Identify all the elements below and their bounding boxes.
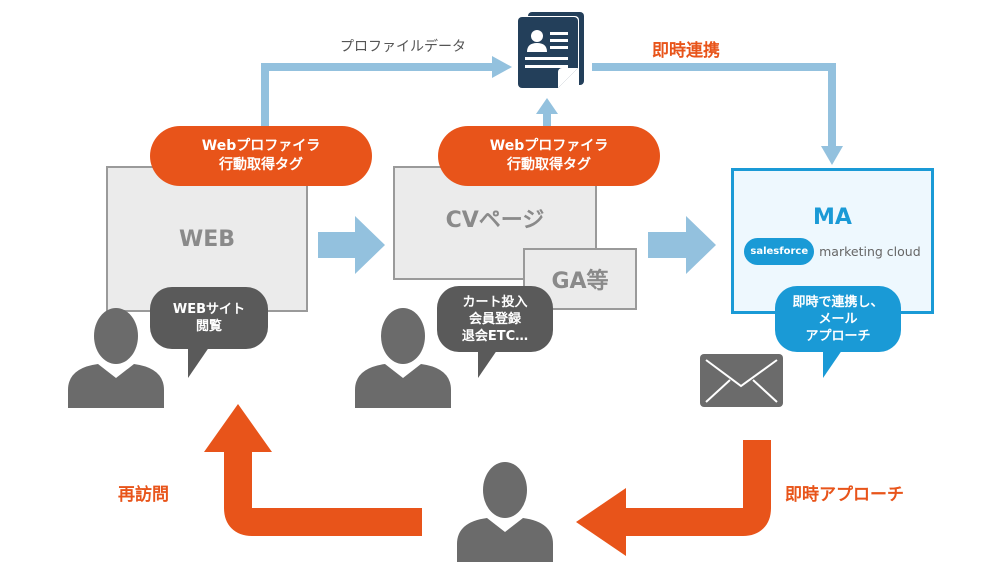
tag-line1: Webプロファイラ: [489, 138, 609, 154]
ma-approach-bubble: 即時で連携し、メールアプローチ: [775, 286, 901, 352]
ma-label: MA: [813, 205, 852, 230]
person-icon: [68, 308, 164, 408]
tag-line2: 行動取得タグ: [219, 157, 303, 173]
web-to-cv-arrow: [318, 216, 385, 274]
tag-line2: 行動取得タグ: [507, 157, 591, 173]
cv-action-bubble: カート投入会員登録退会ETC…: [437, 286, 553, 352]
salesforce-cloud-icon: salesforce: [744, 238, 815, 265]
ga-label: GA等: [551, 269, 609, 294]
revisit-label: 再訪問: [118, 485, 169, 505]
profiler-tag-web: Webプロファイラ行動取得タグ: [150, 126, 372, 186]
cv-to-ma-arrow: [648, 216, 716, 274]
instant-approach-label: 即時アプローチ: [785, 485, 904, 505]
bubble-line: アプローチ: [805, 328, 871, 344]
marketing-cloud-text: marketing cloud: [819, 244, 921, 259]
person-icon: [457, 462, 553, 562]
bubble-line: 閲覧: [195, 319, 222, 334]
bubble-line: 会員登録: [468, 311, 521, 327]
profiler-tag-cv: Webプロファイラ行動取得タグ: [438, 126, 660, 186]
salesforce-marketing-cloud-logo: salesforce marketing cloud: [744, 238, 921, 265]
sync-flow-arrow: [592, 63, 843, 165]
person-icon: [355, 308, 451, 408]
profile-data-label: プロファイルデータ: [340, 39, 466, 55]
profile-document-icon: [518, 12, 584, 89]
profile-flow-arrow: [261, 56, 512, 128]
revisit-arrow: [204, 404, 422, 536]
sync-label: 即時連携: [652, 41, 720, 61]
ma-box: MA salesforce marketing cloud: [731, 168, 934, 314]
speech-tail: [188, 340, 214, 378]
web-label: WEB: [178, 226, 236, 252]
mail-envelope-icon: [700, 354, 783, 407]
bubble-line: カート投入: [462, 294, 528, 310]
web-browse-bubble: WEBサイト閲覧: [150, 287, 268, 349]
tag-line1: Webプロファイラ: [201, 138, 321, 154]
instant-approach-arrow: [576, 440, 771, 556]
cv-up-arrow: [536, 98, 558, 130]
bubble-line: WEBサイト: [172, 302, 246, 317]
cv-label: CVページ: [445, 208, 545, 233]
bubble-line: メール: [818, 311, 858, 327]
bubble-line: 退会ETC…: [461, 328, 529, 344]
bubble-line: 即時で連携し、: [792, 294, 884, 310]
